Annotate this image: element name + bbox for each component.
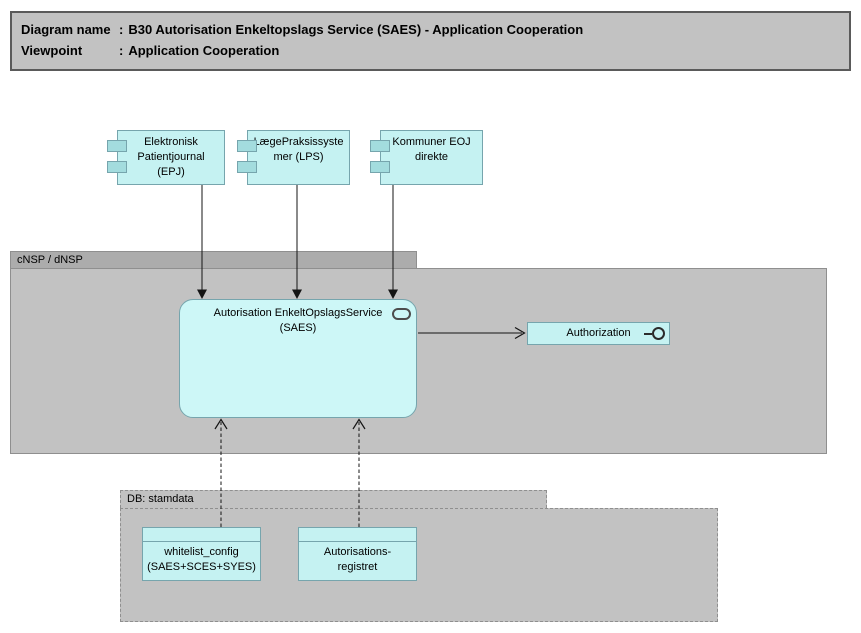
title-row-diagram-name: Diagram name : B30 Autorisation Enkeltop… [21,19,843,40]
component-tab-icon [370,140,390,152]
node-whitelist: whitelist_config (SAES+SCES+SYES) [142,527,261,581]
title-label: Diagram name [21,22,111,37]
group-cnsp-label: cNSP / dNSP [17,254,83,266]
node-whitelist-label: whitelist_config (SAES+SCES+SYES) [147,546,256,573]
node-eoj-label: Kommuner EOJ direkte [392,136,471,163]
component-tab-icon [107,140,127,152]
node-authorization: Authorization [527,322,670,345]
node-autreg: Autorisations- registret [298,527,417,581]
node-eoj: Kommuner EOJ direkte [370,130,483,185]
component-tab-icon [237,161,257,173]
diagram-title-block: Diagram name : B30 Autorisation Enkeltop… [10,11,851,71]
group-cnsp-body [10,268,827,454]
interface-circle-icon [652,327,665,340]
title-separator: : [119,22,124,37]
node-lps: LægePraksissyste mer (LPS) [237,130,350,185]
node-authorization-label: Authorization [566,327,631,339]
data-object-band-icon [143,528,260,542]
group-db-label: DB: stamdata [127,493,194,505]
node-epj: Elektronisk Patientjournal (EPJ) [107,130,225,185]
group-db-tab: DB: stamdata [120,490,547,508]
viewpoint-label: Viewpoint [21,43,83,58]
node-lps-label: LægePraksissyste mer (LPS) [253,136,344,163]
node-saes: Autorisation EnkeltOpslagsService (SAES) [179,299,417,418]
application-service-icon [392,308,411,320]
title-value: B30 Autorisation Enkeltopslags Service (… [128,22,584,37]
data-object-band-icon [299,528,416,542]
interface-icon [644,323,665,344]
node-saes-label: Autorisation EnkeltOpslagsService (SAES) [213,307,383,334]
viewpoint-value: Application Cooperation [128,43,280,58]
viewpoint-separator: : [119,43,124,58]
group-cnsp-tab: cNSP / dNSP [10,251,417,268]
node-autreg-label: Autorisations- registret [323,546,392,573]
node-epj-label: Elektronisk Patientjournal (EPJ) [137,136,205,178]
component-tab-icon [237,140,257,152]
component-tab-icon [370,161,390,173]
interface-line-icon [644,332,652,335]
component-tab-icon [107,161,127,173]
title-row-viewpoint: Viewpoint : Application Cooperation [21,40,843,61]
